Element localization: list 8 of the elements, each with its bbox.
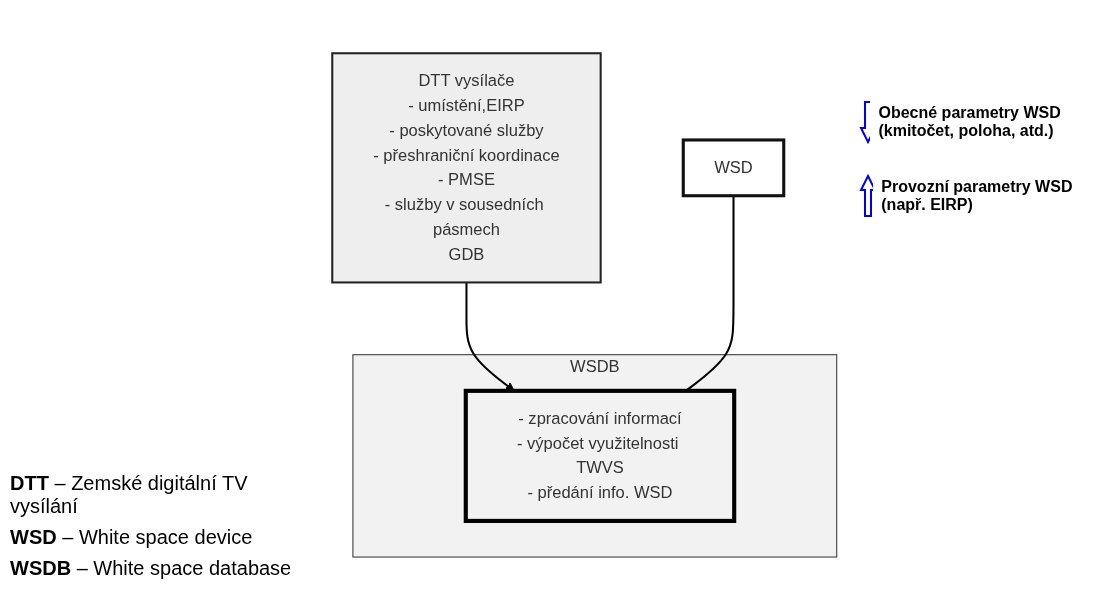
node-box: DTT vysílače - umístění,EIRP - poskytované služby - přeshraniční koordinace - PMSE - služby v sousedních pásmech GDB: [331, 52, 602, 284]
parameter-note: Provozní parametry WSD (např. EIRP): [881, 178, 1074, 214]
parameter-note: Obecné parametry WSD (kmitočet, poloha, atd.): [878, 104, 1062, 140]
abbreviation-definition: WSDB – White space database: [10, 557, 293, 580]
node-box: WSD: [681, 138, 786, 198]
abbreviation-definition: DTT – Zemské digitální TV vysílání: [10, 472, 249, 518]
abbreviation-definition: WSD – White space device: [10, 526, 254, 549]
node-box: - zpracování informací - výpočet využitelnosti TWVS - předání info. WSD: [463, 388, 737, 523]
